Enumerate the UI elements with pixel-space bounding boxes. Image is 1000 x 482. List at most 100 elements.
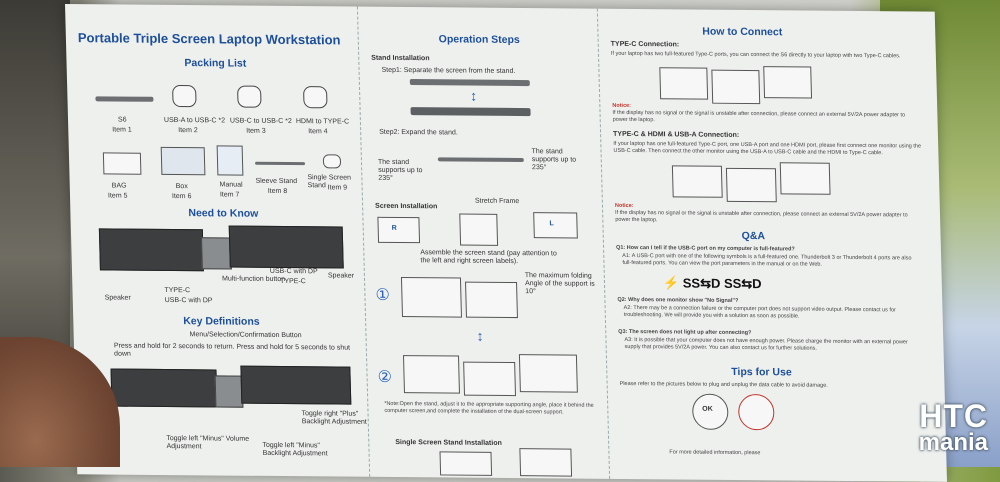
item-cable-image [237, 85, 262, 108]
tip-ok-label: OK [702, 405, 713, 413]
assemble-arrow-icon: ↕ [476, 327, 484, 344]
notice1-text: If the display has no signal or the sign… [612, 109, 906, 124]
item-7-num: Item 7 [219, 191, 240, 199]
more-info-text: For more detailed information, please [669, 449, 761, 457]
typec-connection-title: TYPE-C Connection: [610, 40, 680, 49]
tip-no-image [737, 394, 775, 431]
packing-list-heading: Packing List [184, 57, 247, 70]
item-1-num: Item 1 [112, 126, 132, 134]
stand-bar-image [409, 79, 530, 87]
screen-right-back-2 [240, 365, 352, 405]
max-angle-text: The maximum folding Angle of the support… [524, 272, 595, 296]
step-two-left-screen [402, 355, 460, 394]
single-stand-image-2 [519, 448, 573, 477]
sheet-title: Portable Triple Screen Laptop Workstatio… [77, 30, 341, 48]
hdmi-connection-text: If your laptop has one full-featured Typ… [613, 140, 922, 157]
menu-button-label: Menu/Selection/Confirmation Button [189, 331, 302, 340]
key-definitions-heading: Key Definitions [183, 315, 260, 328]
item-single-stand-image [322, 154, 342, 169]
tips-heading: Tips for Use [731, 365, 792, 379]
item-5-num: Item 5 [107, 192, 128, 200]
step-two-right-screen [518, 354, 578, 393]
multi-function-label: Multi-function button [222, 275, 286, 284]
toggle-left-volume-text: Toggle left "Minus" Volume Adjustment [166, 435, 250, 451]
single-stand-image-1 [439, 451, 493, 476]
a1-text: A1: A USB-C port with one of the followi… [622, 252, 912, 268]
watermark-sub: mania [918, 429, 988, 456]
item-4-name: HDMI to TYPE-C [295, 118, 350, 126]
step-one-center-screen [465, 281, 518, 319]
hdmi-monitor-left [671, 165, 723, 198]
operation-steps-heading: Operation Steps [438, 33, 520, 46]
type-c-right-label: TYPE-C [280, 277, 306, 286]
typec-monitor-right [763, 66, 813, 99]
hdmi-connection-title: TYPE-C & HDMI & USB-A Connection: [613, 130, 740, 139]
item-1-name: S6 [117, 116, 127, 124]
hdmi-laptop [725, 167, 777, 203]
stand-install-heading: Stand Installation [371, 54, 430, 63]
item-sleeve-stand-image [255, 161, 306, 166]
item-4-num: Item 4 [308, 128, 328, 136]
qa-heading: Q&A [741, 229, 766, 243]
middle-column: Operation Steps Stand Installation Step1… [356, 6, 609, 479]
screen-r-label: R [391, 224, 397, 232]
item-3-name: USB-C to USB-C *2 [229, 117, 292, 126]
item-3-num: Item 3 [246, 127, 266, 135]
item-2-name: USB-A to USB-C *2 [163, 116, 226, 125]
supports-right-text: The stand supports up to 235° [531, 148, 577, 172]
need-to-know-heading: Need to Know [188, 207, 259, 220]
step-two-center-screen [463, 361, 517, 397]
item-s6-image [95, 96, 154, 102]
usb-c-dp-left-label: USB-C with DP [164, 296, 213, 305]
item-9-num: Item 9 [327, 184, 348, 192]
screen-l-frame [533, 212, 578, 239]
item-8-num: Item 8 [267, 187, 288, 196]
stand-expanded-image [410, 107, 531, 117]
press-hold-text: Press and hold for 2 seconds to return. … [113, 342, 351, 358]
typec-connection-text: If your laptop has two full-featured Typ… [610, 50, 901, 60]
single-stand-heading: Single Screen Stand Installation [395, 439, 502, 447]
item-box-image [160, 146, 206, 176]
separate-arrow-icon: ↕ [469, 87, 478, 104]
step1-text: Step1: Separate the screen from the stan… [381, 66, 516, 75]
tips-text: Please refer to the pictures below to pl… [619, 380, 828, 389]
notice2-text: If the display has no signal or the sign… [615, 209, 908, 224]
screen-left-back [98, 228, 204, 272]
stand-open-image [437, 157, 524, 163]
screen-l-label: L [549, 220, 554, 228]
type-c-label: TYPE-C [164, 286, 191, 295]
speaker-right-label: Speaker [327, 272, 355, 280]
item-manual-image [216, 145, 244, 176]
a2-text: A2: There may be a connection failure or… [623, 304, 896, 320]
center-frame [459, 213, 499, 246]
how-to-connect-heading: How to Connect [702, 25, 783, 39]
item-7-name: Manual [219, 181, 243, 189]
hdmi-monitor-right [779, 162, 831, 195]
usb-symbols-icon: ⚡ SS⇆D SS⇆D [662, 275, 762, 292]
instruction-sheet: Portable Triple Screen Laptop Workstatio… [65, 4, 949, 482]
item-cable-image [303, 86, 328, 109]
item-2-num: Item 2 [178, 127, 198, 135]
screen-install-heading: Screen Installation [375, 202, 438, 211]
supports-left-text: The stand supports up to 235° [377, 158, 423, 182]
step-two-marker: ② [377, 368, 393, 386]
item-6-name: Box [175, 183, 188, 191]
typec-monitor-left [659, 67, 709, 100]
step2-text: Step2: Expand the stand. [379, 128, 458, 137]
screen-right-back [228, 225, 344, 269]
screen-center-module-2 [214, 375, 244, 408]
stretch-frame-label: Stretch Frame [474, 197, 520, 206]
screen-left-back-2 [110, 368, 218, 408]
right-column: How to Connect TYPE-C Connection: If you… [596, 8, 949, 482]
step-one-marker: ① [375, 286, 391, 304]
item-8-name: Sleeve Stand [255, 177, 298, 186]
speaker-left-label: Speaker [104, 294, 131, 302]
typec-laptop [711, 69, 761, 105]
step-one-left-screen [400, 277, 462, 318]
note-text: *Note:Open the stand, adjust it to the a… [384, 400, 594, 416]
item-6-num: Item 6 [171, 192, 192, 201]
toggle-left-backlight-text: Toggle left "Minus" Backlight Adjustment [262, 441, 328, 458]
screen-center-module [201, 237, 232, 270]
item-5-name: BAG [111, 182, 127, 190]
item-cable-image [172, 84, 197, 108]
